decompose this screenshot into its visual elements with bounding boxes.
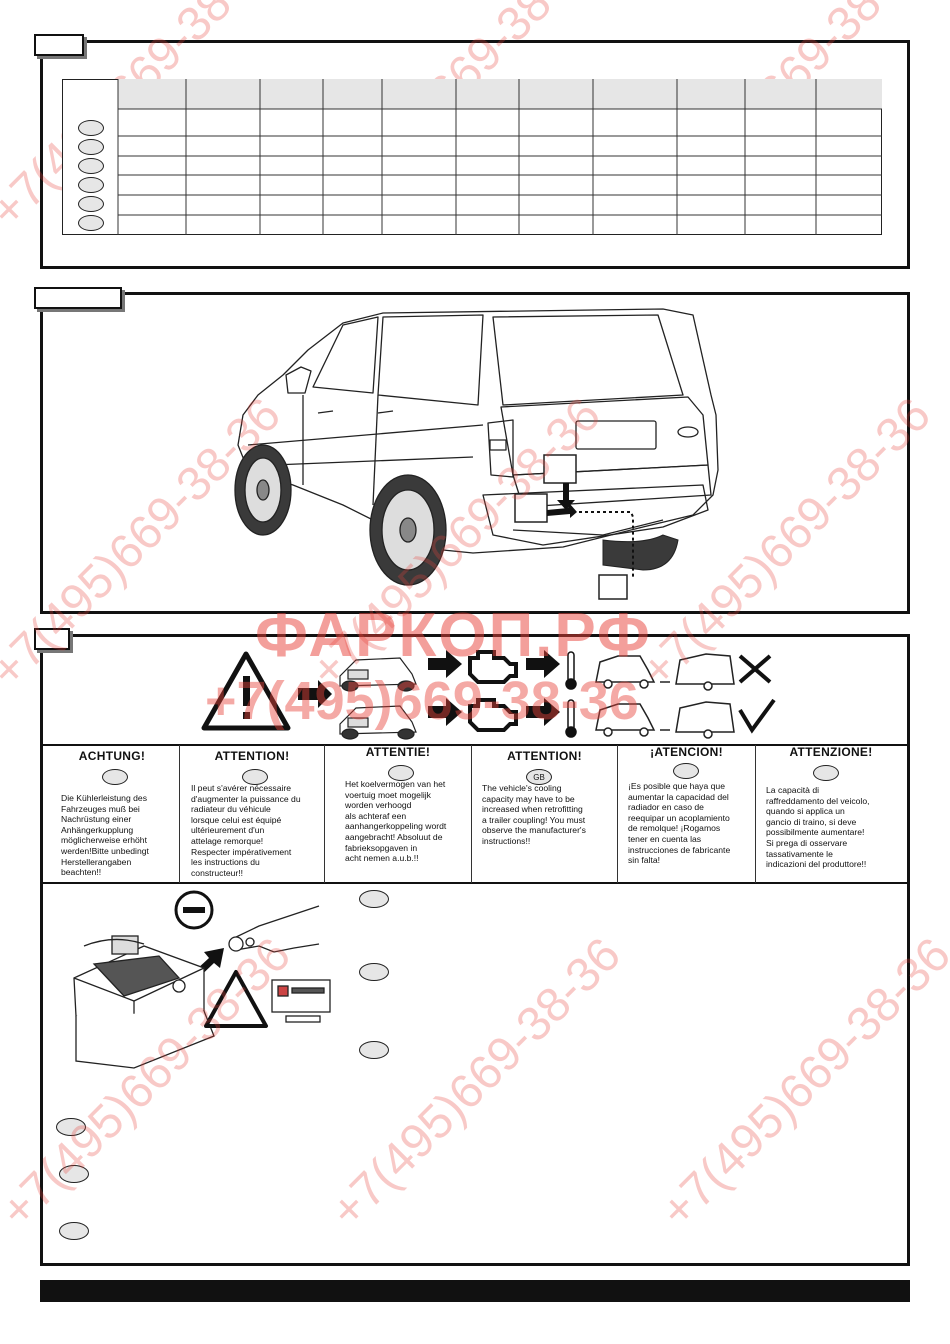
lang-de: ACHTUNG! Die Kühlerleistung des Fahrzeug… (45, 745, 180, 883)
lang-it: ATTENZIONE! La capacità di raffreddament… (756, 745, 906, 883)
hand-icon (228, 905, 320, 953)
cooling-pictogram (201, 650, 776, 740)
lang-it-text: La capacità di raffreddamento del veicol… (766, 785, 870, 870)
arrow-right-icon (298, 680, 332, 708)
engine-icon (468, 698, 518, 732)
row-marker-2 (78, 139, 104, 155)
row-marker-4 (78, 177, 104, 193)
rear-wheel-right (369, 474, 447, 586)
thermometer-icon (565, 699, 577, 738)
car-trailer-icon (595, 653, 735, 691)
flag-oval-fr (242, 769, 268, 785)
lang-es-title: ¡ATENCION! (650, 745, 723, 759)
arrow-right-icon (428, 698, 462, 726)
section-3-tab (34, 628, 70, 650)
car-front-icon (339, 705, 417, 740)
flag-oval-es (673, 763, 699, 779)
flag-oval-de (102, 769, 128, 785)
battery-disconnect-illustration (73, 890, 331, 1069)
arrow-right-icon (526, 698, 560, 726)
step-marker-5 (59, 1165, 89, 1183)
row-marker-5 (78, 196, 104, 212)
minus-icon (174, 890, 214, 930)
lang-fr-title: ATTENTION! (214, 749, 290, 763)
lang-de-title: ACHTUNG! (78, 749, 146, 763)
row-marker-3 (78, 158, 104, 174)
lang-nl: ATTENTIE! Het koelvermogen van het voert… (325, 745, 472, 883)
step-marker-4 (56, 1118, 86, 1136)
lang-fr-text: Il peut s'avérer nécessaire d'augmenter … (191, 783, 301, 878)
check-icon (738, 698, 776, 734)
step-marker-1 (359, 890, 389, 908)
lang-gb-text: The vehicle's cooling capacity may have … (482, 783, 586, 846)
thermometer-icon (565, 651, 577, 690)
section-2-tab (34, 287, 122, 309)
fitting-table (62, 78, 882, 235)
flag-oval-gb-label: GB (533, 772, 545, 782)
flag-oval-nl (388, 765, 414, 781)
lang-gb: ATTENTION! GB The vehicle's cooling capa… (472, 745, 618, 883)
flag-oval-gb: GB (526, 769, 552, 785)
lang-de-text: Die Kühlerleistung des Fahrzeuges muß be… (61, 793, 149, 878)
vehicle-rear-illustration (234, 308, 719, 600)
language-row-border (40, 744, 910, 884)
section-3-frame (40, 634, 910, 1266)
lang-es: ¡ATENCION! ¡Es posible que haya que aume… (618, 745, 756, 883)
lang-nl-text: Het koelvermogen van het voertuig moet m… (345, 779, 447, 864)
cross-icon (738, 654, 772, 684)
flag-oval-it (813, 765, 839, 781)
lang-gb-title: ATTENTION! (507, 749, 582, 763)
section-2-frame (40, 292, 910, 614)
lang-es-text: ¡Es posible que haya que aumentar la cap… (628, 781, 731, 866)
step-marker-2 (359, 963, 389, 981)
row-marker-1 (78, 120, 104, 136)
step-marker-3 (359, 1041, 389, 1059)
lang-nl-title: ATTENTIE! (365, 745, 431, 759)
section-1-tab-front (34, 34, 84, 56)
lang-fr: ATTENTION! Il peut s'avérer nécessaire d… (180, 745, 325, 883)
rear-wheel-left (234, 444, 292, 536)
arrow-right-icon (526, 650, 560, 678)
car-trailer-icon (595, 701, 735, 739)
arrow-right-icon (428, 650, 462, 678)
battery-icon (73, 935, 215, 1069)
row-marker-6 (78, 215, 104, 231)
footer-bar (40, 1280, 910, 1302)
warning-triangle-icon (204, 970, 268, 1028)
engine-icon (468, 650, 518, 684)
warning-triangle-icon (201, 651, 291, 731)
fitting-table-grid (117, 78, 882, 235)
car-front-icon (339, 657, 417, 692)
step-marker-6 (59, 1222, 89, 1240)
lang-it-title: ATTENZIONE! (789, 745, 873, 759)
radio-code-icon (271, 979, 331, 1023)
